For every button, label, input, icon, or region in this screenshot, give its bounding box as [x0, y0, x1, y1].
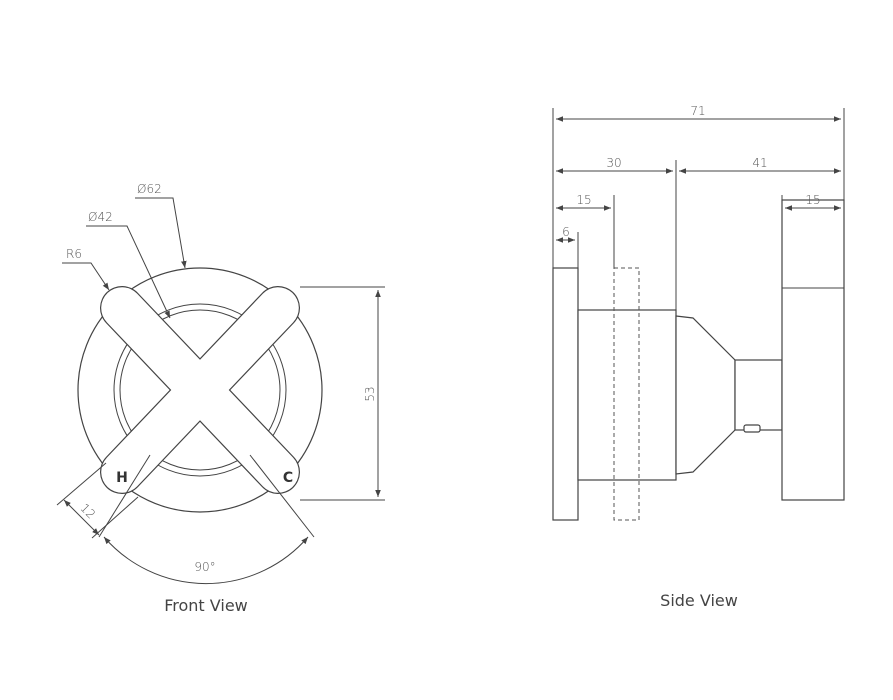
label-right-section: 41	[752, 156, 767, 170]
spindle	[734, 359, 783, 431]
ext-line-arm-b	[91, 496, 139, 539]
label-height: 53	[363, 386, 377, 401]
bonnet-taper	[675, 315, 736, 475]
label-overall: 71	[690, 104, 705, 118]
ext-line-angle-right	[249, 454, 315, 538]
label-angle: 90°	[194, 560, 215, 574]
label-left-section: 30	[606, 156, 621, 170]
leader-radius	[62, 262, 110, 291]
label-radius: R6	[66, 247, 82, 261]
label-outer-diameter: Ø62	[137, 182, 162, 196]
inner-ring-outer	[113, 303, 287, 477]
ext-line-angle-left	[98, 454, 151, 538]
valve-body	[577, 309, 677, 481]
dim-arc-angle	[103, 536, 309, 585]
cross-handle	[100, 286, 300, 494]
label-plate-offset: 15	[576, 193, 591, 207]
label-arm-width: 12	[77, 501, 98, 522]
hot-label: H	[116, 470, 128, 486]
cold-label: C	[283, 470, 293, 486]
ext-line-arm-a	[56, 462, 107, 506]
handle-side	[781, 199, 845, 501]
inner-ring-inner	[119, 309, 281, 471]
side-view: 71 30 41 15 15 6 Side View	[552, 104, 845, 610]
wall-plate	[552, 267, 579, 521]
label-handle-depth: 15	[805, 193, 820, 207]
front-view-title: Front View	[164, 596, 248, 615]
side-view-title: Side View	[660, 591, 738, 610]
label-inner-diameter: Ø42	[88, 210, 113, 224]
leader-outer-diameter	[135, 197, 187, 269]
label-plate-thickness: 6	[562, 225, 570, 239]
dim-line-arm	[63, 499, 100, 536]
hidden-wall-outline	[613, 267, 640, 521]
leader-inner-diameter	[86, 225, 171, 319]
front-view: H C Ø62 Ø42 R6 53 12 90° Front View	[56, 182, 385, 615]
grub-screw	[743, 424, 761, 433]
